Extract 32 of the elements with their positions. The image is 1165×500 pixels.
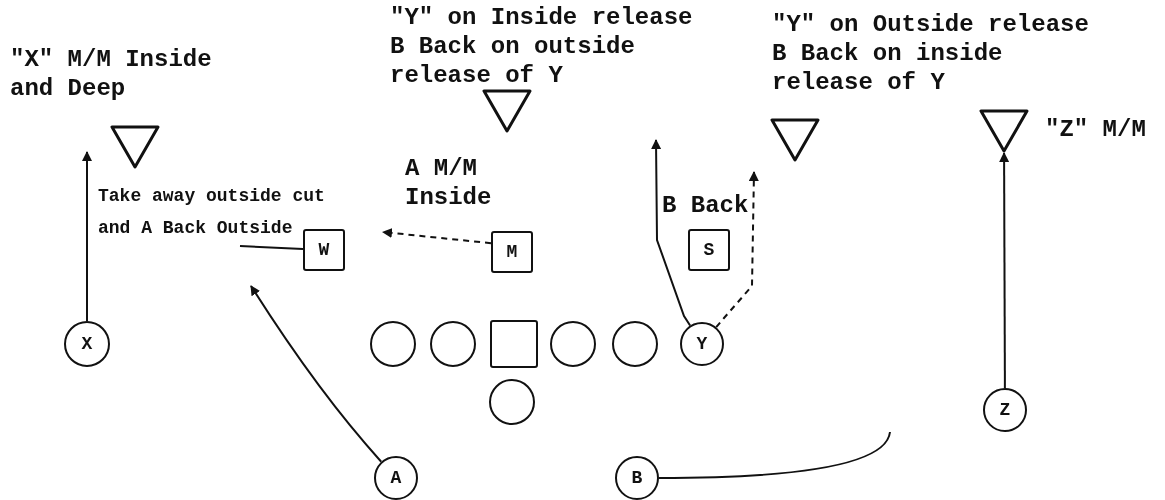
play-note: B Back bbox=[662, 191, 750, 220]
route-line bbox=[239, 245, 304, 250]
route-arrow bbox=[651, 139, 692, 327]
player-circle: Y bbox=[680, 322, 724, 366]
linebacker-box: M bbox=[491, 231, 533, 273]
lineman-circle bbox=[489, 379, 535, 425]
route-arrow bbox=[999, 152, 1010, 389]
player-circle: X bbox=[64, 321, 110, 367]
play-note: "Y" on Inside release B Back on outside release of Y bbox=[390, 3, 694, 90]
defender-triangle bbox=[482, 89, 532, 133]
route-arrow bbox=[250, 285, 383, 463]
lineman-circle bbox=[550, 321, 596, 367]
defender-triangle bbox=[770, 118, 820, 162]
route-arrow bbox=[382, 227, 492, 245]
lineman-circle bbox=[430, 321, 476, 367]
player-circle: B bbox=[615, 456, 659, 500]
lineman-circle bbox=[612, 321, 658, 367]
route-line bbox=[658, 431, 891, 479]
center-square bbox=[490, 320, 538, 368]
route-arrow bbox=[82, 151, 92, 322]
route-arrow bbox=[715, 171, 759, 329]
player-circle: Z bbox=[983, 388, 1027, 432]
lineman-circle bbox=[370, 321, 416, 367]
defender-triangle bbox=[979, 109, 1029, 153]
play-note: "Z" M/M bbox=[1045, 115, 1146, 144]
defender-triangle bbox=[110, 125, 160, 169]
linebacker-box: S bbox=[688, 229, 730, 271]
play-note: A M/M Inside bbox=[405, 154, 493, 212]
player-circle: A bbox=[374, 456, 418, 500]
play-note: "Y" on Outside release B Back on inside release of Y bbox=[772, 10, 1090, 97]
play-note: "X" M/M Inside and Deep bbox=[10, 45, 213, 103]
linebacker-box: W bbox=[303, 229, 345, 271]
